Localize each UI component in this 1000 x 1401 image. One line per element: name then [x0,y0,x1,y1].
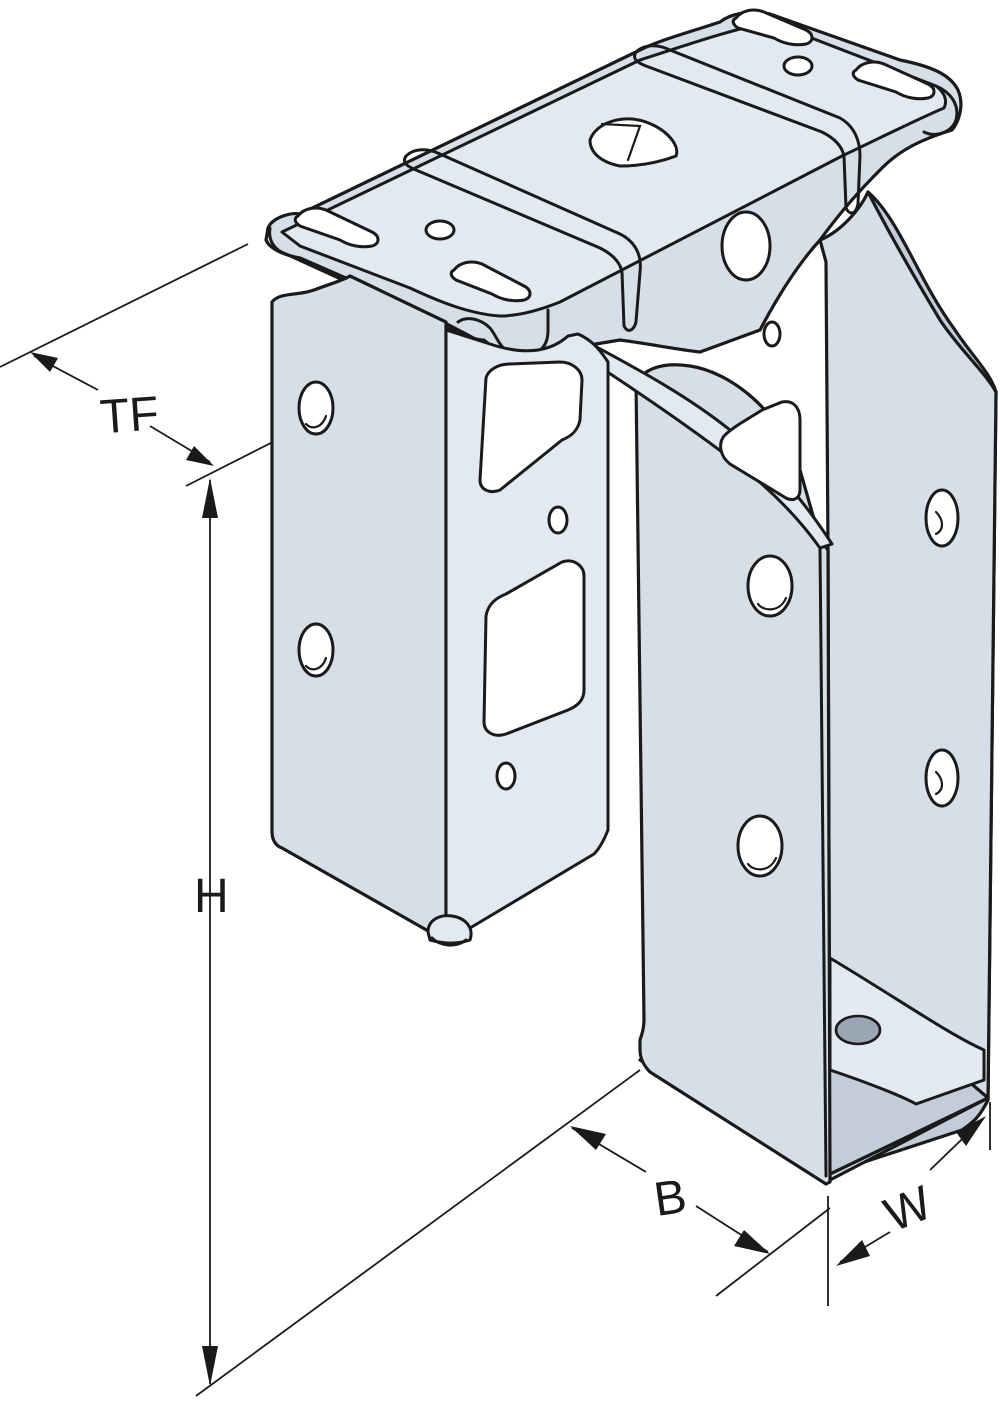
left-hole-upper-dimple [304,414,328,429]
right-hole-top [720,210,772,282]
top-slot-3 [731,8,814,47]
right-flange-hole-upper [924,488,960,548]
tf-arrow-left [30,352,58,372]
top-slot-4 [851,60,936,101]
right-flange-hole-lower [924,748,960,808]
front-face-hole-lower [736,814,784,878]
left-back-plate [270,274,448,942]
h-label: H [194,870,229,923]
w-arrow-left [836,1240,870,1266]
h-arrow-bottom [202,1346,218,1386]
left-hole-lower-dimple [304,656,328,671]
w-label: W [877,1176,940,1242]
diagonal-strap [578,336,834,550]
back-window [719,400,802,502]
base-extension-line [195,1069,641,1397]
w-arrow-right [956,1116,986,1146]
front-face-inner-edge [818,546,828,1178]
lower-window [482,559,586,737]
front-face-hole-lower-dimple [746,856,778,871]
b-arrow-right [734,1230,770,1254]
top-rib-2 [632,44,862,215]
center-slot-tab [600,122,642,162]
top-slot-1 [293,206,380,249]
left-bottom-tab [426,914,473,945]
b-extension-right [715,1207,831,1297]
top-saddle-face [280,20,948,318]
right-flange-hole-lower-dimple [934,770,944,796]
right-hole-small [762,320,782,348]
top-hole-1 [424,219,456,241]
upper-window [478,360,584,494]
left-bottom-tab-edge [430,936,468,947]
top-rib-1 [402,148,642,332]
saddle-right-lip [922,84,959,136]
h-arrow-top [202,478,218,518]
seat-inner [828,956,986,1106]
tf-arrow-right [186,446,214,466]
front-face-hole-upper [746,554,794,618]
seat-nail-hole [834,1014,882,1046]
inner-small-hole-2 [495,761,517,791]
b-arrow-left [570,1126,606,1150]
right-flange-hole-upper-dimple [934,510,944,536]
tf-label: TF [98,387,160,444]
b-label: B [651,1170,690,1227]
inner-small-hole-1 [547,505,569,535]
dimension-lines [0,243,991,1397]
front-face-hole-upper-dimple [756,596,788,611]
tf-extension-top [0,243,249,368]
hanger-body [264,8,998,1186]
top-hole-2 [782,55,814,77]
top-slot-2 [449,260,532,303]
